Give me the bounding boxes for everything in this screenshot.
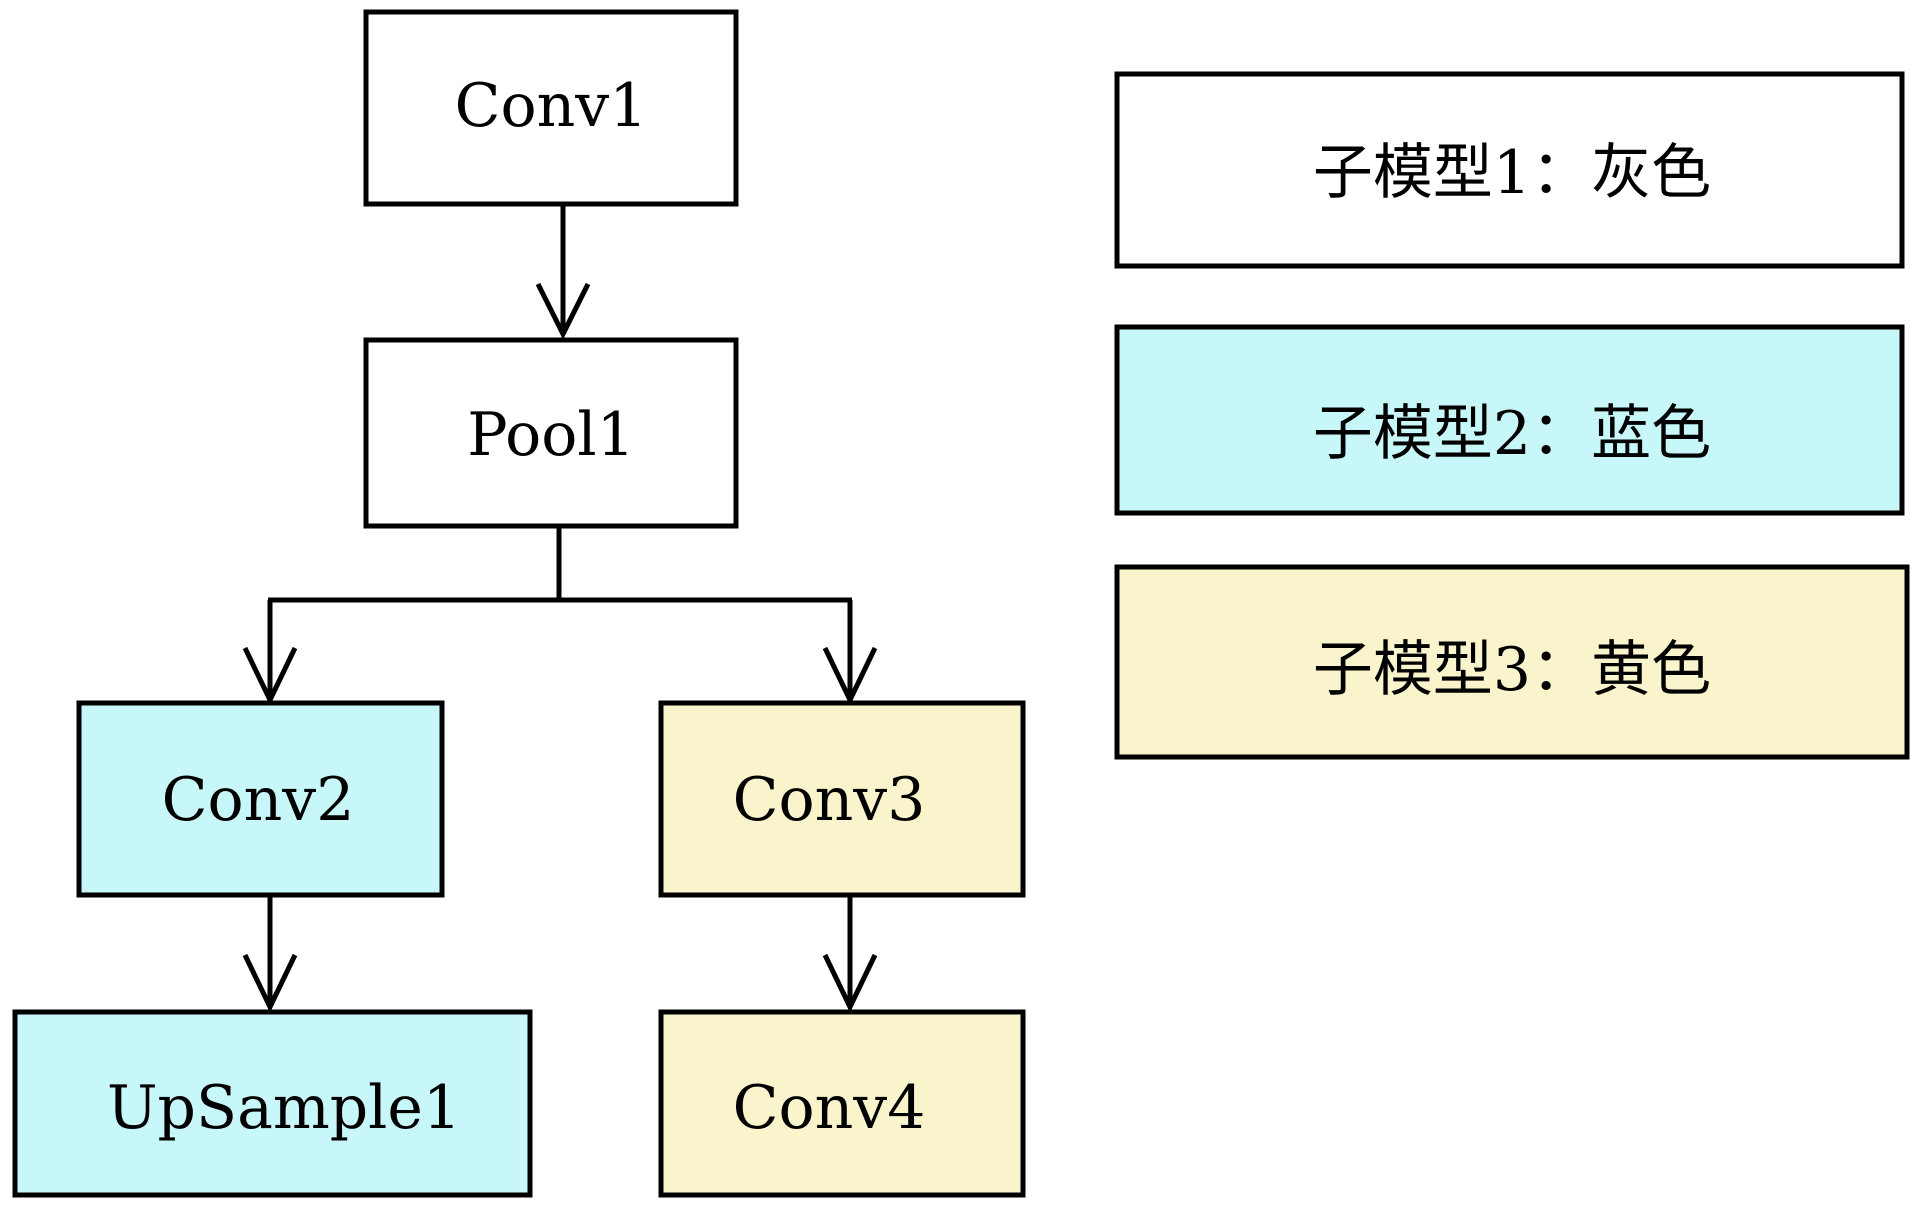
node-label-pool1: Pool1 xyxy=(467,400,635,470)
legend-label-submodel1: 子模型1：灰色 xyxy=(1313,138,1711,208)
node-box-conv1 xyxy=(363,9,739,207)
node-label-conv3: Conv3 xyxy=(733,765,926,835)
node-label-upsample1: UpSample1 xyxy=(107,1073,461,1143)
node-conv4: Conv4 xyxy=(658,1009,1026,1198)
legend-label-submodel2: 子模型2：蓝色 xyxy=(1313,399,1711,469)
node-box-pool1 xyxy=(363,337,739,529)
node-conv3: Conv3 xyxy=(658,700,1026,898)
legend-label-submodel3: 子模型3：黄色 xyxy=(1313,635,1711,705)
legend-item-submodel2: 子模型2：蓝色 xyxy=(1114,324,1905,516)
legend-box-submodel2 xyxy=(1114,324,1905,516)
legend-item-submodel1: 子模型1：灰色 xyxy=(1114,71,1905,269)
edge-pool1-conv3 xyxy=(822,600,878,706)
legend: 子模型1：灰色 子模型2：蓝色 子模型3：黄色 xyxy=(1114,71,1910,760)
node-box-conv2 xyxy=(76,700,445,898)
node-label-conv4: Conv4 xyxy=(733,1073,926,1143)
node-box-upsample1 xyxy=(12,1009,533,1198)
edge-conv2-upsample1 xyxy=(242,897,298,1013)
edges xyxy=(242,206,878,1013)
edge-conv1-pool1 xyxy=(535,206,591,340)
node-conv2: Conv2 xyxy=(76,700,445,898)
edge-pool1-conv2 xyxy=(242,600,298,706)
node-pool1: Pool1 xyxy=(363,337,739,529)
node-label-conv2: Conv2 xyxy=(162,765,355,835)
node-upsample1: UpSample1 xyxy=(12,1009,533,1198)
node-box-conv4 xyxy=(658,1009,1026,1198)
edge-conv3-conv4 xyxy=(822,897,878,1013)
legend-item-submodel3: 子模型3：黄色 xyxy=(1114,564,1910,760)
legend-box-submodel3 xyxy=(1114,564,1910,760)
node-label-conv1: Conv1 xyxy=(455,71,648,141)
node-box-conv3 xyxy=(658,700,1026,898)
node-conv1: Conv1 xyxy=(363,9,739,207)
edge-pool1-branch xyxy=(268,527,852,603)
legend-box-submodel1 xyxy=(1114,71,1905,269)
